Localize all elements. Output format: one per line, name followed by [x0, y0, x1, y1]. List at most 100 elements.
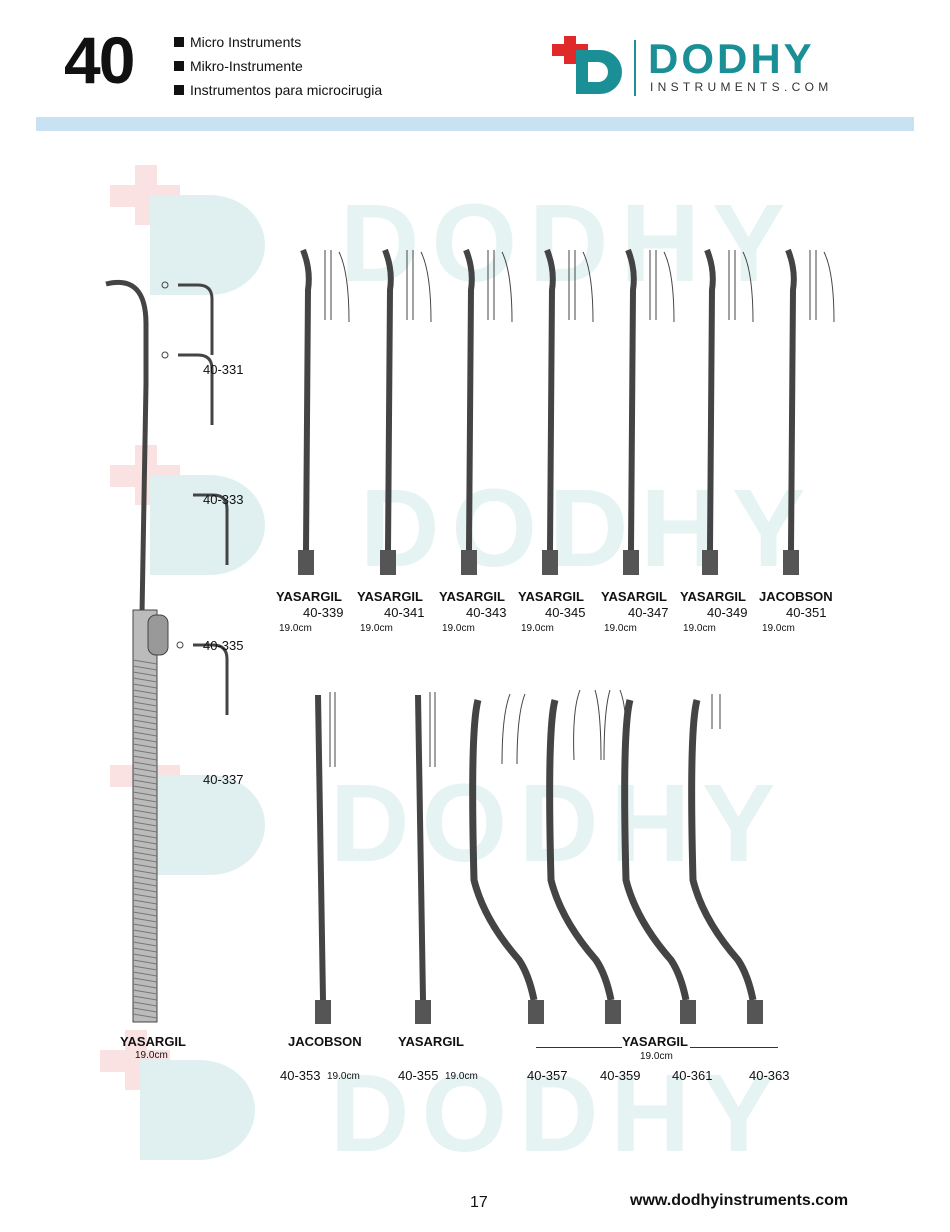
- logo-mark-icon: [552, 36, 622, 94]
- instrument-code: 40-357: [527, 1068, 568, 1083]
- instrument-code: 40-339: [303, 605, 344, 620]
- category-de: Mikro-Instrumente: [174, 58, 303, 74]
- instrument-handle: [528, 1000, 544, 1024]
- instrument-handle: [623, 550, 639, 575]
- instrument-name: YASARGIL: [518, 589, 584, 604]
- instrument-length: 19.0cm: [604, 623, 637, 634]
- instrument-code: 40-349: [707, 605, 748, 620]
- instrument-name: JACOBSON: [759, 589, 833, 604]
- instrument-code: 40-345: [545, 605, 586, 620]
- instrument-name: JACOBSON: [288, 1034, 362, 1049]
- instrument-shaft: [415, 694, 426, 1001]
- instrument-name: YASARGIL: [601, 589, 667, 604]
- page-number: 17: [470, 1194, 488, 1211]
- divider: [536, 1047, 622, 1048]
- instrument-handle: [747, 1000, 763, 1024]
- instrument-handle: [783, 550, 799, 575]
- instrument-length: 19.0cm: [683, 623, 716, 634]
- instrument-name: YASARGIL: [398, 1034, 464, 1049]
- instrument-shaft: [382, 248, 394, 551]
- instrument-handle: [461, 550, 477, 575]
- tip-end-icon: [176, 641, 184, 649]
- instrument-name: YASARGIL: [276, 589, 342, 604]
- instrument-length: 19.0cm: [762, 623, 795, 634]
- header-band: [36, 117, 914, 131]
- instrument-handle: [380, 550, 396, 575]
- instrument-code: 40-353: [280, 1068, 321, 1083]
- category-es: Instrumentos para microcirugia: [174, 82, 382, 98]
- instrument-length: 19.0cm: [135, 1050, 168, 1061]
- tip-detail: [193, 643, 229, 715]
- instrument-code: 40-341: [384, 605, 425, 620]
- instrument-code: 40-363: [749, 1068, 790, 1083]
- instrument-shaft: [105, 280, 149, 615]
- instrument-code: 40-361: [672, 1068, 713, 1083]
- tip-detail: [809, 250, 835, 323]
- logo-sub: INSTRUMENTS.COM: [650, 80, 833, 94]
- tip-code: 40-331: [203, 362, 244, 377]
- instrument-length: 19.0cm: [442, 623, 475, 634]
- instrument-shaft: [463, 248, 475, 551]
- tip-code: 40-337: [203, 772, 244, 787]
- instrument-handle: [298, 550, 314, 575]
- category-en: Micro Instruments: [174, 34, 301, 50]
- instrument-shaft: [688, 699, 757, 1001]
- instrument-length: 19.0cm: [327, 1071, 360, 1082]
- tip-detail: [178, 283, 214, 355]
- watermark-logo-icon: [110, 165, 290, 300]
- tip-detail: [487, 250, 513, 323]
- tip-code: 40-333: [203, 492, 244, 507]
- instrument-shaft: [625, 248, 637, 551]
- tip-detail: [406, 250, 432, 323]
- group-name: YASARGIL: [622, 1034, 688, 1049]
- instrument-length: 19.0cm: [360, 623, 393, 634]
- chapter-number: 40: [64, 23, 135, 97]
- instrument-length: 19.0cm: [279, 623, 312, 634]
- tip-detail: [329, 692, 336, 767]
- instrument-code: 40-355: [398, 1068, 439, 1083]
- divider: [690, 1047, 778, 1048]
- tip-detail: [178, 353, 214, 425]
- instrument-code: 40-351: [786, 605, 827, 620]
- instrument-shaft: [544, 248, 556, 551]
- instrument-code: 40-343: [466, 605, 507, 620]
- instrument-name: YASARGIL: [439, 589, 505, 604]
- instrument-shaft: [704, 248, 716, 551]
- tip-detail: [568, 250, 594, 323]
- tip-code: 40-335: [203, 638, 244, 653]
- tip-end-icon: [161, 351, 169, 359]
- logo: DODHY INSTRUMENTS.COM: [552, 36, 828, 101]
- tip-detail: [324, 250, 350, 323]
- instrument-code: 40-359: [600, 1068, 641, 1083]
- website-link[interactable]: www.dodhyinstruments.com: [630, 1192, 849, 1209]
- instrument-name: YASARGIL: [680, 589, 746, 604]
- instrument-shaft: [546, 699, 615, 1001]
- tip-end-icon: [161, 281, 169, 289]
- instrument-name: YASARGIL: [120, 1034, 186, 1049]
- logo-name: DODHY: [648, 35, 815, 82]
- watermark-logo-icon: [100, 1030, 280, 1165]
- instrument-shaft: [785, 248, 797, 551]
- instrument-shaft: [315, 694, 326, 1001]
- watermark-text: DODHY: [360, 467, 818, 590]
- watermark-text: DODHY: [330, 1052, 788, 1175]
- instrument-name: YASARGIL: [357, 589, 423, 604]
- tip-detail: [193, 493, 229, 565]
- instrument-code: 40-347: [628, 605, 669, 620]
- instrument-shaft: [621, 699, 690, 1001]
- instrument-length: 19.0cm: [521, 623, 554, 634]
- instrument-length: 19.0cm: [445, 1071, 478, 1082]
- tip-detail: [649, 250, 675, 323]
- instrument-handle: [542, 550, 558, 575]
- group-length: 19.0cm: [640, 1051, 673, 1062]
- instrument-handle: [680, 1000, 696, 1024]
- instrument-handle: [605, 1000, 621, 1024]
- tip-detail: [501, 689, 721, 765]
- tip-detail: [728, 250, 754, 323]
- instrument-handle: [702, 550, 718, 575]
- instrument-shaft: [469, 699, 538, 1001]
- instrument-shaft: [300, 248, 312, 551]
- tip-detail: [429, 692, 436, 767]
